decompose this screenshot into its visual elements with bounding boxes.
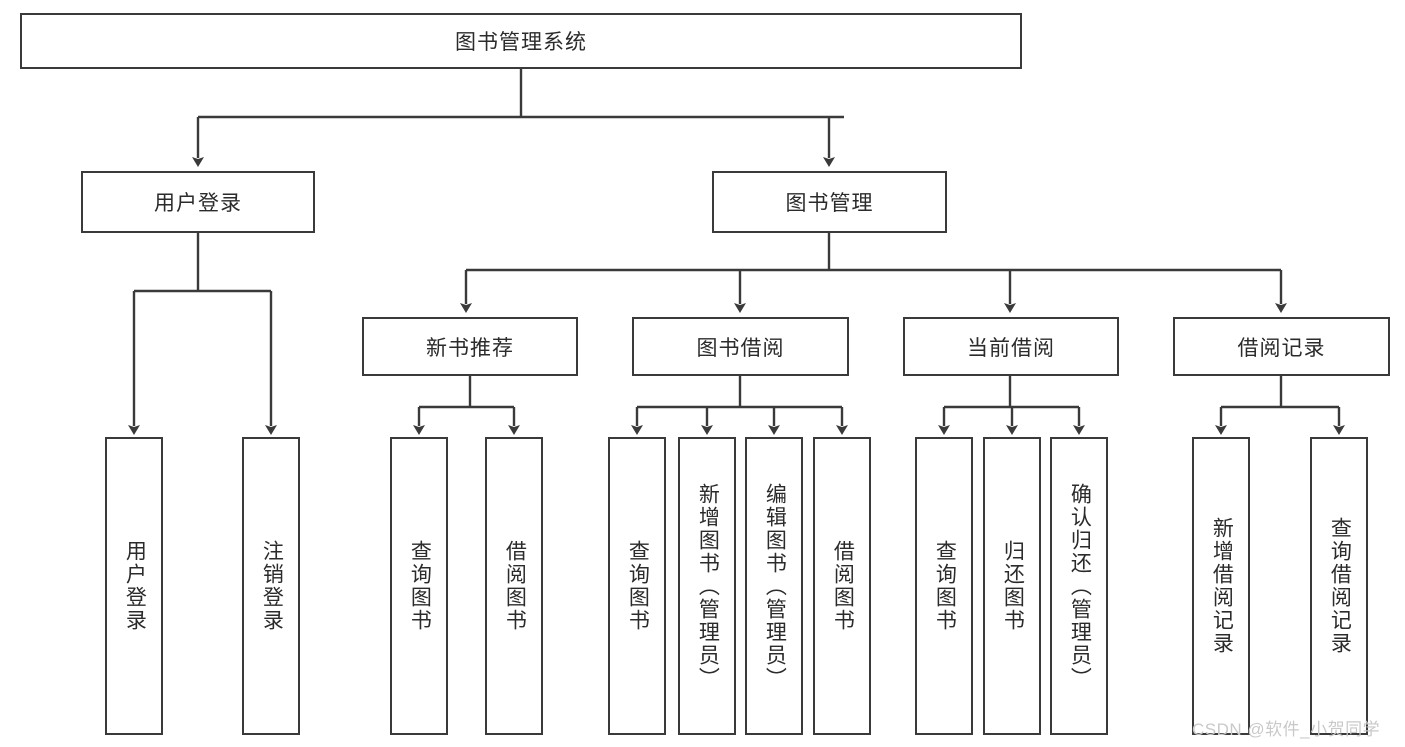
node-leaf-confirm-return-label: 确认归还（管理员） (1068, 482, 1092, 690)
node-leaf-query-record-label: 查询借阅记录 (1328, 517, 1352, 655)
node-leaf-query-book-2[interactable]: 查询图书 (608, 437, 666, 735)
node-leaf-borrow-book-1[interactable]: 借阅图书 (485, 437, 543, 735)
node-root[interactable]: 图书管理系统 (20, 13, 1022, 69)
node-new-book-rec[interactable]: 新书推荐 (362, 317, 578, 376)
node-book-manage-label: 图书管理 (785, 192, 874, 215)
node-leaf-add-book-label: 新增图书（管理员） (696, 482, 720, 690)
node-leaf-borrow-book-2[interactable]: 借阅图书 (813, 437, 871, 735)
node-user-login-label: 用户登录 (154, 192, 242, 215)
node-leaf-query-book-2-label: 查询图书 (626, 540, 650, 632)
node-leaf-logout[interactable]: 注销登录 (242, 437, 300, 735)
node-leaf-add-record-label: 新增借阅记录 (1210, 517, 1234, 655)
node-leaf-borrow-book-2-label: 借阅图书 (831, 540, 855, 632)
node-leaf-user-login[interactable]: 用户登录 (105, 437, 163, 735)
node-leaf-borrow-book-1-label: 借阅图书 (503, 540, 527, 632)
node-user-login[interactable]: 用户登录 (81, 171, 315, 233)
node-leaf-add-book[interactable]: 新增图书（管理员） (678, 437, 736, 735)
node-leaf-return-book[interactable]: 归还图书 (983, 437, 1041, 735)
node-leaf-query-book-3[interactable]: 查询图书 (915, 437, 973, 735)
node-leaf-return-book-label: 归还图书 (1001, 540, 1025, 632)
csdn-watermark: CSDN @软件_小贺同学 (1192, 720, 1381, 739)
node-leaf-query-book-3-label: 查询图书 (933, 540, 957, 632)
node-leaf-user-login-label: 用户登录 (123, 540, 147, 632)
node-current-borrow[interactable]: 当前借阅 (903, 317, 1119, 376)
node-new-book-rec-label: 新书推荐 (426, 336, 514, 360)
node-leaf-edit-book-label: 编辑图书（管理员） (763, 482, 787, 690)
node-borrow-record[interactable]: 借阅记录 (1173, 317, 1390, 376)
node-current-borrow-label: 当前借阅 (967, 336, 1055, 360)
node-leaf-add-record[interactable]: 新增借阅记录 (1192, 437, 1250, 735)
node-borrow-record-label: 借阅记录 (1237, 336, 1326, 360)
node-leaf-logout-label: 注销登录 (260, 540, 284, 632)
node-leaf-query-record[interactable]: 查询借阅记录 (1310, 437, 1368, 735)
node-leaf-edit-book[interactable]: 编辑图书（管理员） (745, 437, 803, 735)
node-book-borrow[interactable]: 图书借阅 (632, 317, 849, 376)
node-book-manage[interactable]: 图书管理 (712, 171, 947, 233)
node-leaf-query-book-1-label: 查询图书 (408, 540, 432, 632)
node-book-borrow-label: 图书借阅 (696, 336, 785, 360)
node-leaf-confirm-return[interactable]: 确认归还（管理员） (1050, 437, 1108, 735)
node-leaf-query-book-1[interactable]: 查询图书 (390, 437, 448, 735)
node-root-label: 图书管理系统 (455, 31, 587, 54)
